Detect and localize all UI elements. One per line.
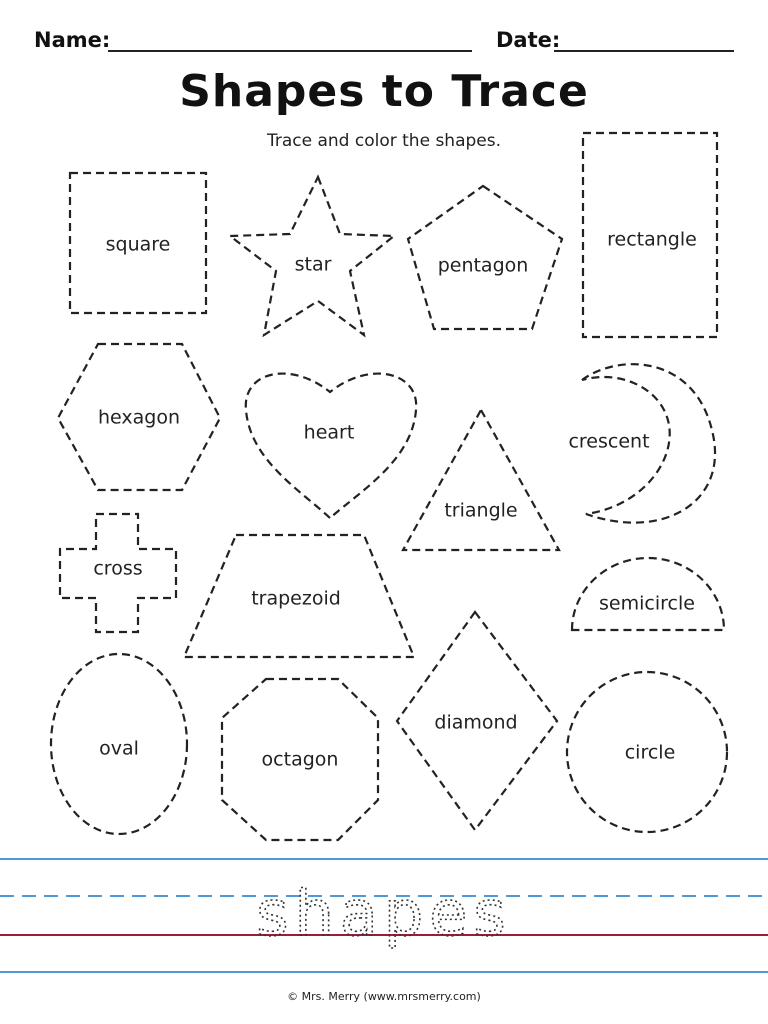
hexagon-shape[interactable]: hexagon [56, 342, 222, 492]
pentagon-shape[interactable]: pentagon [406, 184, 564, 331]
crescent-shape[interactable]: crescent [568, 363, 717, 524]
date-label: Date: [496, 28, 561, 52]
star-shape[interactable]: star [226, 174, 398, 338]
triangle-label: triangle [444, 500, 517, 522]
cross-shape[interactable]: cross [58, 512, 178, 634]
square-label: square [106, 234, 171, 256]
hexagon-label: hexagon [98, 407, 180, 429]
crescent-label: crescent [568, 431, 649, 453]
trapezoid-label: trapezoid [251, 588, 341, 610]
date-field[interactable] [554, 50, 734, 52]
semicircle-label: semicircle [599, 593, 695, 615]
rectangle-label: rectangle [607, 229, 697, 251]
handwriting-lines [0, 858, 768, 973]
name-field[interactable] [108, 50, 472, 52]
cross-label: cross [93, 558, 142, 580]
tracing-word[interactable]: shapes [255, 876, 511, 951]
oval-label: oval [99, 738, 139, 760]
copyright-footer: © Mrs. Merry (www.mrsmerry.com) [287, 990, 481, 1003]
diamond-label: diamond [434, 712, 517, 734]
heart-label: heart [304, 422, 355, 444]
circle-label: circle [625, 742, 676, 764]
rectangle-shape[interactable]: rectangle [581, 131, 719, 339]
circle-shape[interactable]: circle [565, 670, 729, 834]
trapezoid-shape[interactable]: trapezoid [182, 533, 416, 659]
octagon-shape[interactable]: octagon [220, 677, 380, 842]
page-title: Shapes to Trace [179, 66, 589, 117]
diamond-shape[interactable]: diamond [395, 610, 559, 832]
instruction-text: Trace and color the shapes. [266, 131, 501, 151]
pentagon-label: pentagon [438, 255, 529, 277]
star-label: star [295, 254, 332, 276]
square-shape[interactable]: square [68, 171, 208, 315]
name-label: Name: [34, 28, 111, 52]
heart-shape[interactable]: heart [244, 372, 418, 520]
oval-shape[interactable]: oval [49, 652, 189, 836]
semicircle-shape[interactable]: semicircle [570, 556, 726, 632]
triangle-shape[interactable]: triangle [401, 407, 561, 552]
octagon-label: octagon [262, 749, 339, 771]
